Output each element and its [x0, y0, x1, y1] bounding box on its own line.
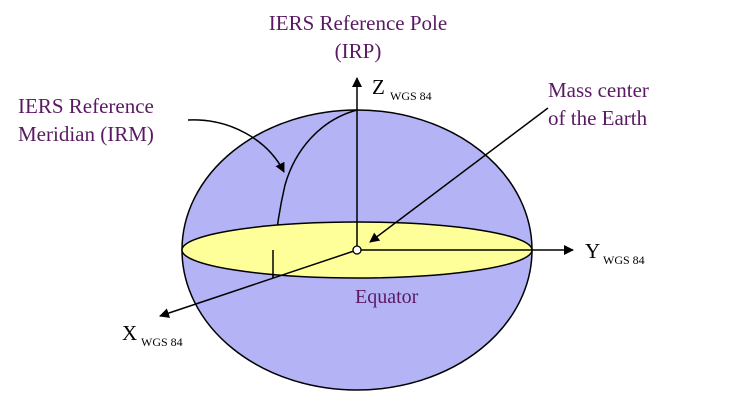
irp-label-line2: (IRP)	[335, 39, 382, 63]
mass-center-label-line1: Mass center	[548, 78, 649, 102]
irm-label-line1: IERS Reference	[18, 94, 154, 118]
y-axis-label: Y	[585, 239, 600, 263]
mass-center-label-line2: of the Earth	[548, 106, 648, 130]
z-axis-label: Z	[372, 75, 385, 99]
equator-label: Equator	[355, 286, 419, 308]
irp-label-line1: IERS Reference Pole	[269, 11, 447, 35]
irm-label-line2: Meridian (IRM)	[18, 122, 154, 146]
z-axis-subscript: WGS 84	[390, 89, 432, 103]
irm-pointer	[187, 119, 285, 173]
x-axis-subscript: WGS 84	[141, 335, 183, 349]
x-axis-line	[159, 249, 358, 318]
mass-center-pointer	[369, 107, 549, 243]
origin-point	[352, 245, 362, 255]
x-axis-label: X	[122, 321, 137, 345]
y-axis-subscript: WGS 84	[603, 253, 645, 267]
